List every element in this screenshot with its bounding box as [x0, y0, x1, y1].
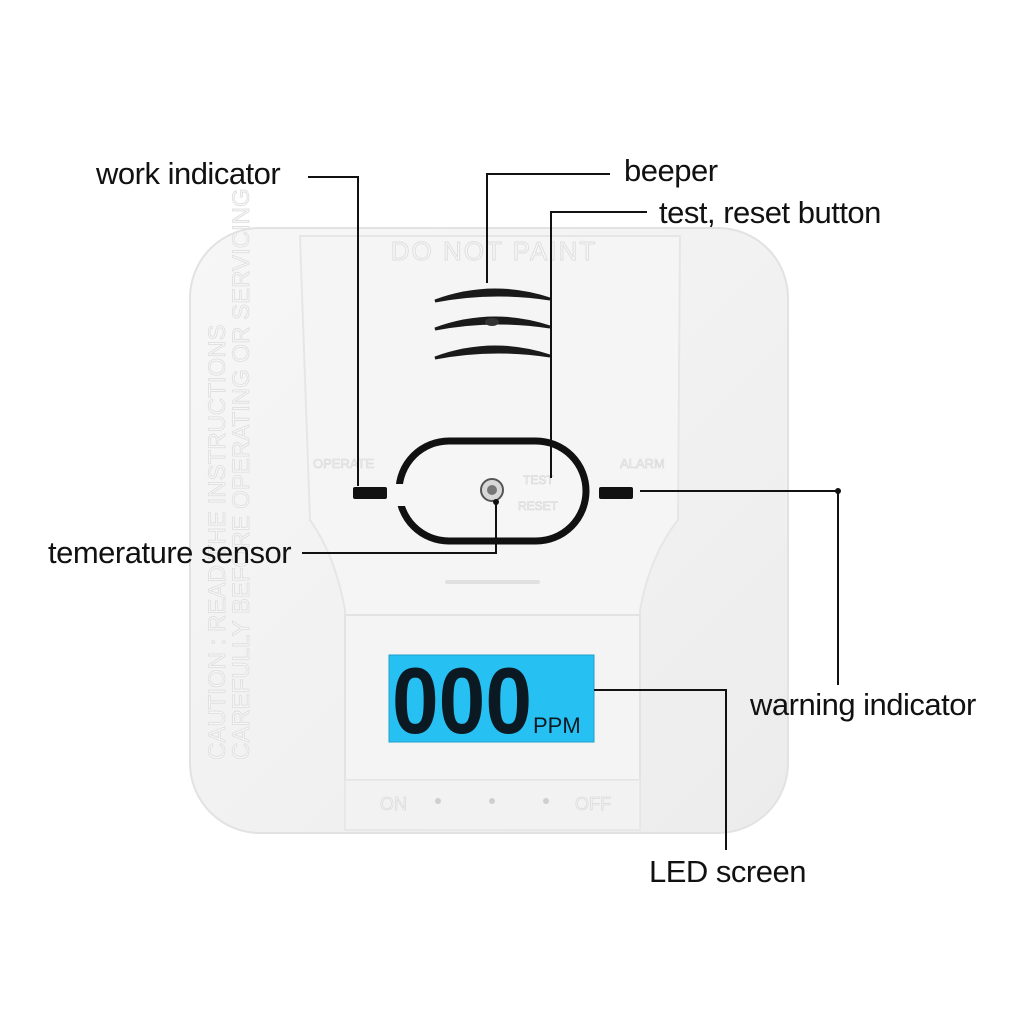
callout-beeper: beeper: [624, 153, 718, 188]
caution-label-line2: CAREFULLY BEFORE OPERATING OR SERVICING: [228, 188, 255, 760]
beeper-hole: [485, 318, 499, 326]
work-indicator-led: [353, 487, 387, 499]
switch-on-label: ON: [380, 794, 407, 814]
lcd-reading: 000: [392, 648, 532, 753]
callout-test-reset-button: test, reset button: [659, 195, 881, 230]
operate-label: OPERATE: [313, 456, 374, 471]
leader-beeper: [486, 173, 610, 283]
leader-temperature-sensor: [302, 500, 497, 554]
callout-temperature-sensor: temerature sensor: [48, 535, 292, 570]
callout-led-screen: LED screen: [649, 854, 806, 889]
vent-slot: [445, 580, 540, 584]
test-label: TEST: [523, 473, 554, 487]
switch-dot-3: [543, 798, 549, 804]
warning-indicator-led: [599, 487, 633, 499]
leader-work-indicator: [308, 176, 359, 486]
callout-work-indicator: work indicator: [96, 156, 281, 191]
alarm-label: ALARM: [620, 456, 665, 471]
lcd-screen: [388, 654, 595, 743]
switch-off-label: OFF: [575, 794, 611, 814]
leader-led-screen: [594, 689, 727, 850]
caution-label-line1: CAUTION : READ THE INSTRUCTIONS: [204, 324, 231, 760]
switch-strip: [344, 779, 641, 831]
lcd-unit: PPM: [533, 713, 581, 738]
callout-warning-indicator: warning indicator: [750, 687, 976, 722]
switch-dot-1: [435, 798, 441, 804]
switch-dot-2: [489, 798, 495, 804]
leader-test-reset: [550, 211, 647, 478]
do-not-paint-label: DO NOT PAINT: [391, 236, 598, 266]
reset-label: RESET: [518, 499, 559, 513]
